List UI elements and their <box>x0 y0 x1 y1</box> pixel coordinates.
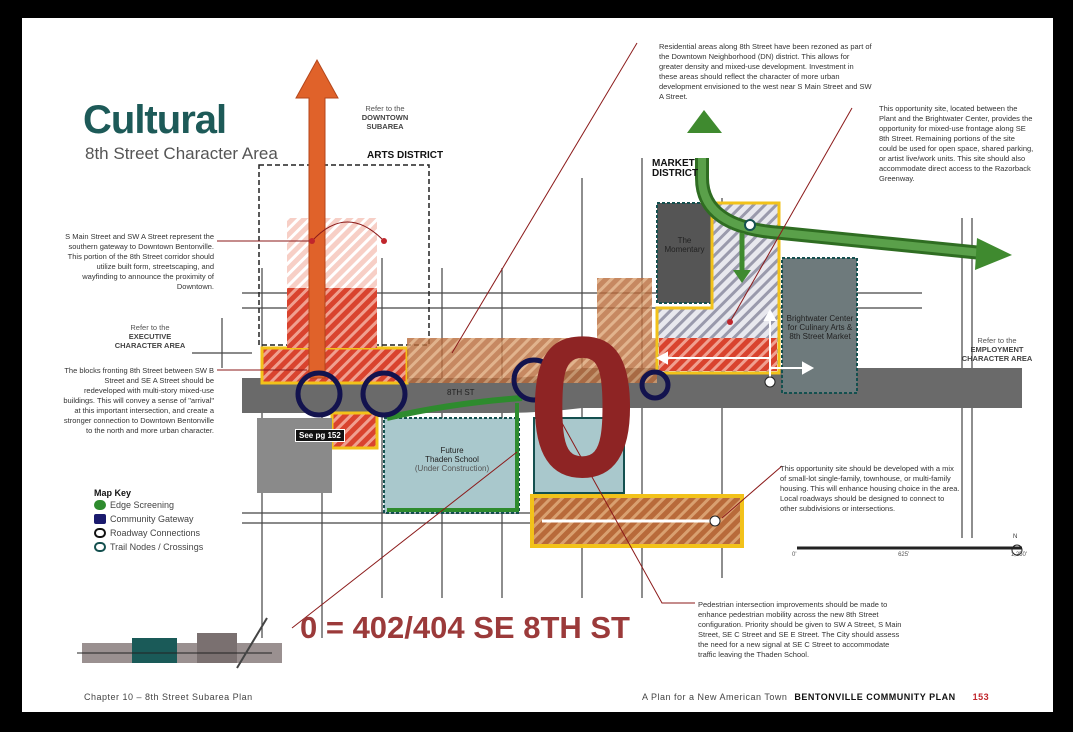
inset-locator-map <box>77 617 282 669</box>
footer-chapter: Chapter 10 – 8th Street Subarea Plan <box>84 692 253 702</box>
north-arrow-icon <box>1011 544 1023 556</box>
thaden-school-site <box>383 417 520 514</box>
8th-street-label: 8TH ST <box>447 388 475 397</box>
roadway-connection-icon <box>94 528 106 538</box>
arts-district-label: ARTS DISTRICT <box>367 150 444 161</box>
brightwater-label: Brightwater Center for Culinary Arts & 8… <box>786 314 854 341</box>
map-key: Map Key Edge Screening Community Gateway… <box>94 488 204 554</box>
big-zero-text: 0 <box>527 296 639 519</box>
community-gateway-icon <box>94 514 106 524</box>
page-subtitle: 8th Street Character Area <box>85 144 278 163</box>
annotation-pedestrian: Pedestrian intersection improvements sho… <box>698 600 902 659</box>
key-trail-nodes: Trail Nodes / Crossings <box>94 540 203 554</box>
footer-tagline: A Plan for a New American Town BENTONVIL… <box>642 692 990 702</box>
page-number: 153 <box>972 692 990 702</box>
key-edge-screening: Edge Screening <box>94 498 203 512</box>
key-community-gateway: Community Gateway <box>94 512 203 526</box>
annotation-blocks: The blocks fronting 8th Street between S… <box>63 366 214 435</box>
community-gateway-markers <box>295 357 671 418</box>
page-title: Cultural <box>83 98 227 142</box>
momentary-label: The Momentary <box>664 236 705 254</box>
annotation-residential: Residential areas along 8th Street have … <box>659 42 872 101</box>
subarea-map <box>77 42 1023 669</box>
scale-ticks: 0'625'1,250' <box>792 552 1027 558</box>
key-roadway-connections: Roadway Connections <box>94 526 203 540</box>
annotation-gateway: S Main Street and SW A Street represent … <box>65 232 214 291</box>
annotation-opportunity-plant: This opportunity site, located between t… <box>879 104 1034 183</box>
document-page: 0 Cultural 8th Street Character Area Ref… <box>22 18 1053 712</box>
edge-screening-icon <box>94 500 106 510</box>
annotation-housing: This opportunity site should be develope… <box>780 464 960 513</box>
gateway-arrow <box>295 58 339 379</box>
trail-node-icon <box>94 542 106 552</box>
north-label: N <box>1013 534 1018 540</box>
see-page-link[interactable]: See pg 152 <box>295 429 345 442</box>
brightwater-site <box>781 257 858 394</box>
address-overlay: 0 = 402/404 SE 8TH ST <box>300 610 630 645</box>
